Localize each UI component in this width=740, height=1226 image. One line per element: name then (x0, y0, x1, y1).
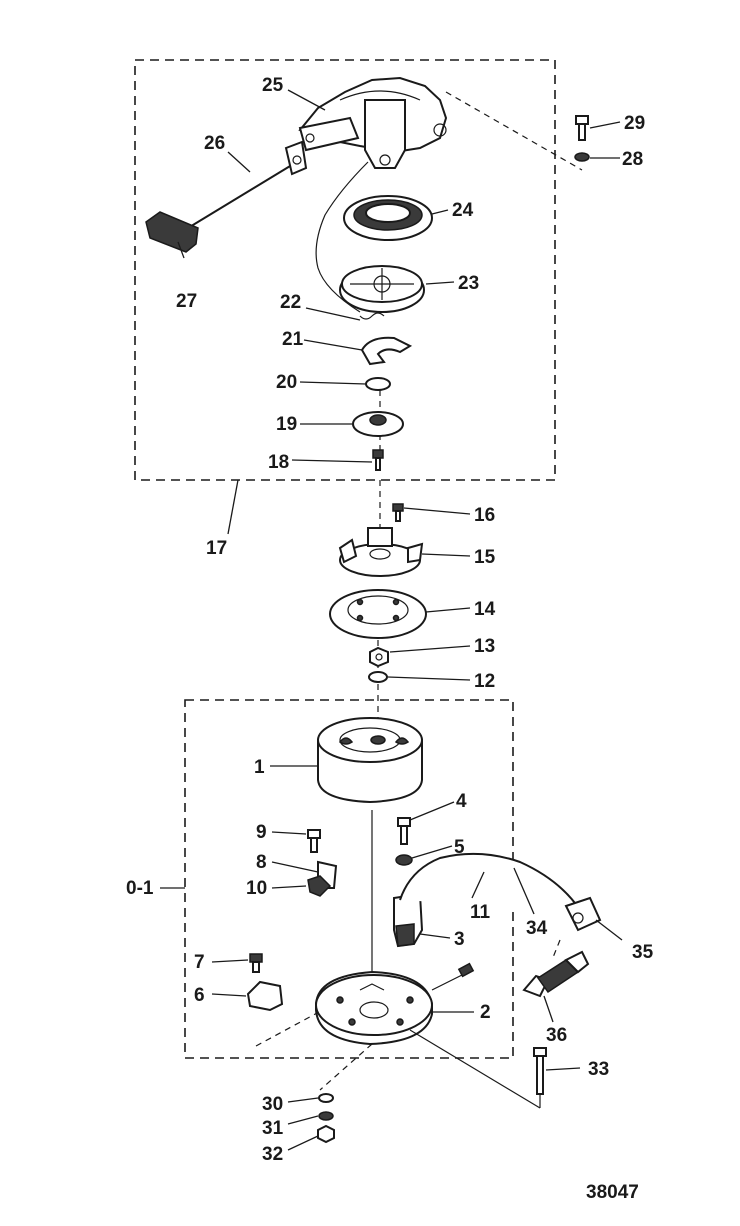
callout-3: 3 (454, 929, 465, 950)
callout-26: 26 (204, 133, 225, 154)
callout-6: 6 (194, 985, 205, 1006)
retainer-plate (352, 411, 404, 437)
pulser-screw (249, 953, 263, 973)
starter-assembly-box (134, 59, 556, 481)
callout-29: 29 (624, 113, 645, 134)
leader-lines (160, 89, 623, 1151)
callout-16: 16 (474, 505, 495, 526)
callout-12: 12 (474, 671, 495, 692)
callout-36: 36 (546, 1025, 567, 1046)
callout-35: 35 (632, 942, 654, 963)
callout-19: 19 (276, 414, 297, 435)
ignition-coil (393, 892, 424, 948)
callout-31: 31 (262, 1118, 284, 1139)
housing-screw-axis (445, 91, 583, 171)
figure-number: 38047 (586, 1182, 639, 1203)
flywheel (317, 717, 423, 804)
starter-hub (338, 527, 424, 577)
callout-23: 23 (458, 273, 479, 294)
callout-9: 9 (256, 822, 267, 843)
callout-34: 34 (526, 918, 548, 939)
flywheel-washer (368, 671, 388, 683)
hub-screw (392, 503, 404, 522)
coil-screw (397, 817, 411, 845)
callout-18: 18 (268, 452, 289, 473)
callout-22: 22 (280, 292, 301, 313)
plate-washer-30 (318, 1093, 334, 1103)
flywheel-nut (369, 646, 389, 668)
callout-7: 7 (194, 952, 205, 973)
starter-pawl (360, 336, 413, 366)
plate-washer-31 (318, 1111, 334, 1121)
pawl-spring (359, 312, 385, 320)
spark-plug-cap (564, 896, 602, 932)
callout-4: 4 (456, 791, 467, 812)
starter-housing (298, 76, 448, 169)
callout-30: 30 (262, 1094, 283, 1115)
callout-25: 25 (262, 75, 284, 96)
callout-17: 17 (206, 538, 227, 559)
callout-2: 2 (480, 1002, 491, 1023)
stator-plate (315, 962, 475, 1046)
ignition-assembly-box (184, 699, 514, 1059)
callout-1: 1 (254, 757, 265, 778)
plate-screw (533, 1047, 547, 1095)
callout-32: 32 (262, 1144, 283, 1165)
plate-axis-right (409, 1029, 541, 1109)
high-tension-lead (399, 852, 581, 911)
callout-11: 11 (470, 902, 491, 923)
cable-handle (145, 211, 199, 253)
callout-33: 33 (588, 1059, 609, 1080)
callout-10: 10 (246, 878, 267, 899)
housing-washer (574, 152, 590, 162)
callout-28: 28 (622, 149, 643, 170)
housing-screw (575, 115, 589, 141)
callout-5: 5 (454, 837, 465, 858)
callout-labels: 25 26 27 24 23 22 21 20 19 18 17 16 15 1… (126, 75, 654, 1203)
callout-13: 13 (474, 636, 495, 657)
callout-15: 15 (474, 547, 496, 568)
flywheel-plate (329, 589, 427, 639)
callout-0-1: 0-1 (126, 878, 154, 899)
retainer-screw (372, 449, 384, 471)
callout-24: 24 (452, 200, 474, 221)
rewind-spring (343, 195, 433, 241)
starter-rope (315, 161, 369, 313)
callout-14: 14 (474, 599, 496, 620)
clamp-screw (307, 829, 321, 853)
plate-axis-left (319, 1043, 373, 1091)
shift-cable (187, 140, 308, 229)
plate-nut-32 (317, 1124, 335, 1144)
callout-21: 21 (282, 329, 304, 350)
pawl-washer (365, 377, 391, 391)
callout-20: 20 (276, 372, 297, 393)
spark-plug (522, 950, 590, 998)
rope-pulley (339, 265, 425, 313)
pulser-coil (246, 980, 284, 1012)
callout-8: 8 (256, 852, 267, 873)
coil-washer (395, 854, 413, 866)
plug-axis (551, 939, 561, 961)
clamp-nut (307, 875, 332, 897)
callout-27: 27 (176, 291, 197, 312)
